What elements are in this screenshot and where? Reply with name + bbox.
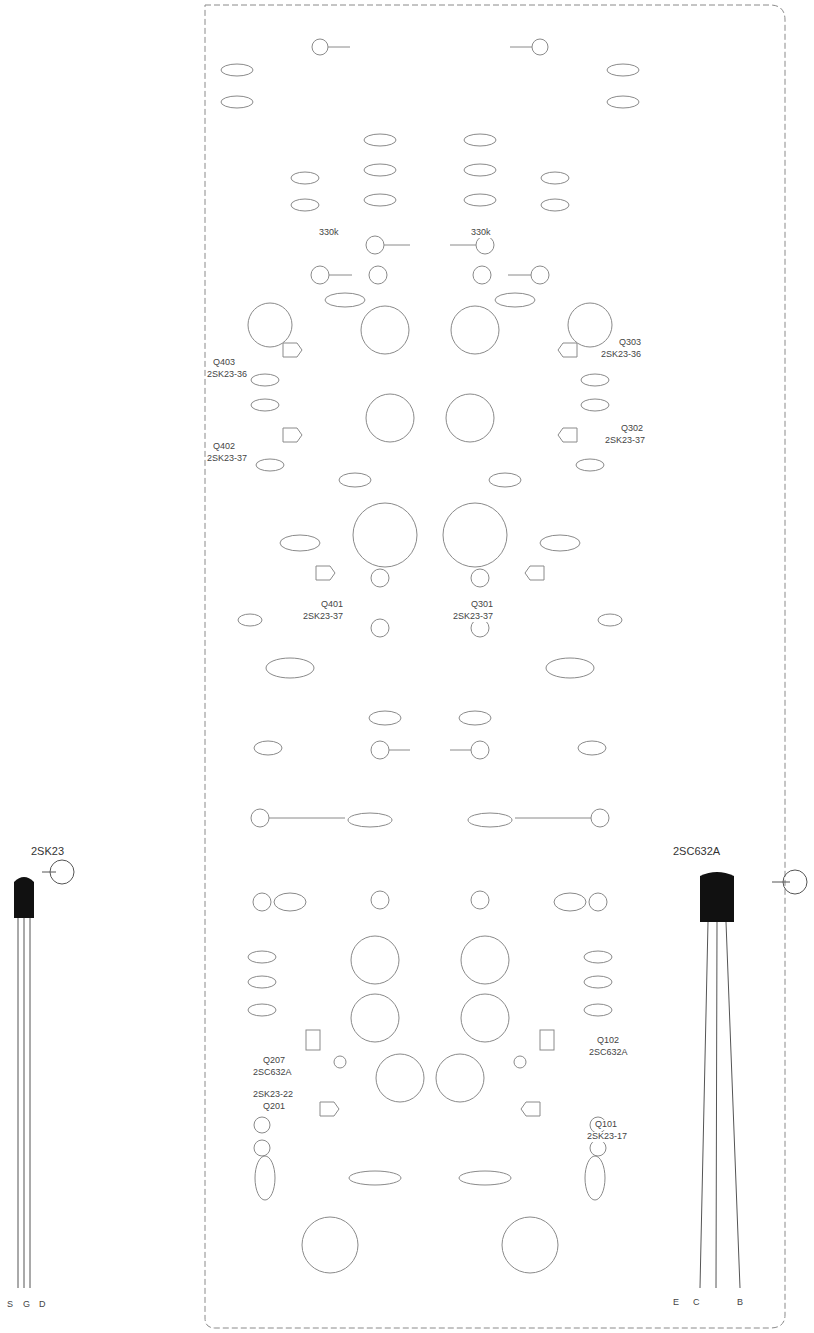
part-name: 2SC632A [672, 845, 721, 857]
pin-name: G [22, 1300, 31, 1310]
part-name: 2SK23-37 [452, 612, 494, 622]
pin-name: D [38, 1300, 47, 1310]
part-name: Q302 [620, 424, 644, 434]
pin-name: C [692, 1298, 701, 1308]
part-name: 2SK23 [30, 845, 65, 857]
part-name: 2SK23-36 [600, 350, 642, 360]
part-name: Q207 [262, 1056, 286, 1066]
part-name: 2SK23-37 [302, 612, 344, 622]
transistor-drawings [14, 860, 807, 1288]
part-name: 2SK23-22 [252, 1090, 294, 1100]
part-name: Q201 [262, 1102, 286, 1112]
part-name: 2SC632A [252, 1068, 293, 1078]
pin-name: E [672, 1298, 680, 1308]
board-outline [205, 5, 785, 1328]
part-name: 2SK23-37 [206, 454, 248, 464]
pin-name: B [736, 1298, 744, 1308]
component-outlines [221, 39, 424, 1273]
part-name: Q101 [594, 1120, 618, 1130]
part-name: Q102 [596, 1036, 620, 1046]
part-value: 330k [318, 228, 340, 238]
part-value: 330k [470, 228, 492, 238]
pin-name: S [6, 1300, 14, 1310]
part-name: Q303 [618, 338, 642, 348]
part-name: 2SK23-37 [604, 436, 646, 446]
part-name: Q401 [320, 600, 344, 610]
part-name: Q403 [212, 358, 236, 368]
part-name: Q402 [212, 442, 236, 452]
part-name: 2SK23-17 [586, 1132, 628, 1142]
part-name: Q301 [470, 600, 494, 610]
part-name: 2SC632A [588, 1048, 629, 1058]
part-name: 2SK23-36 [206, 370, 248, 380]
